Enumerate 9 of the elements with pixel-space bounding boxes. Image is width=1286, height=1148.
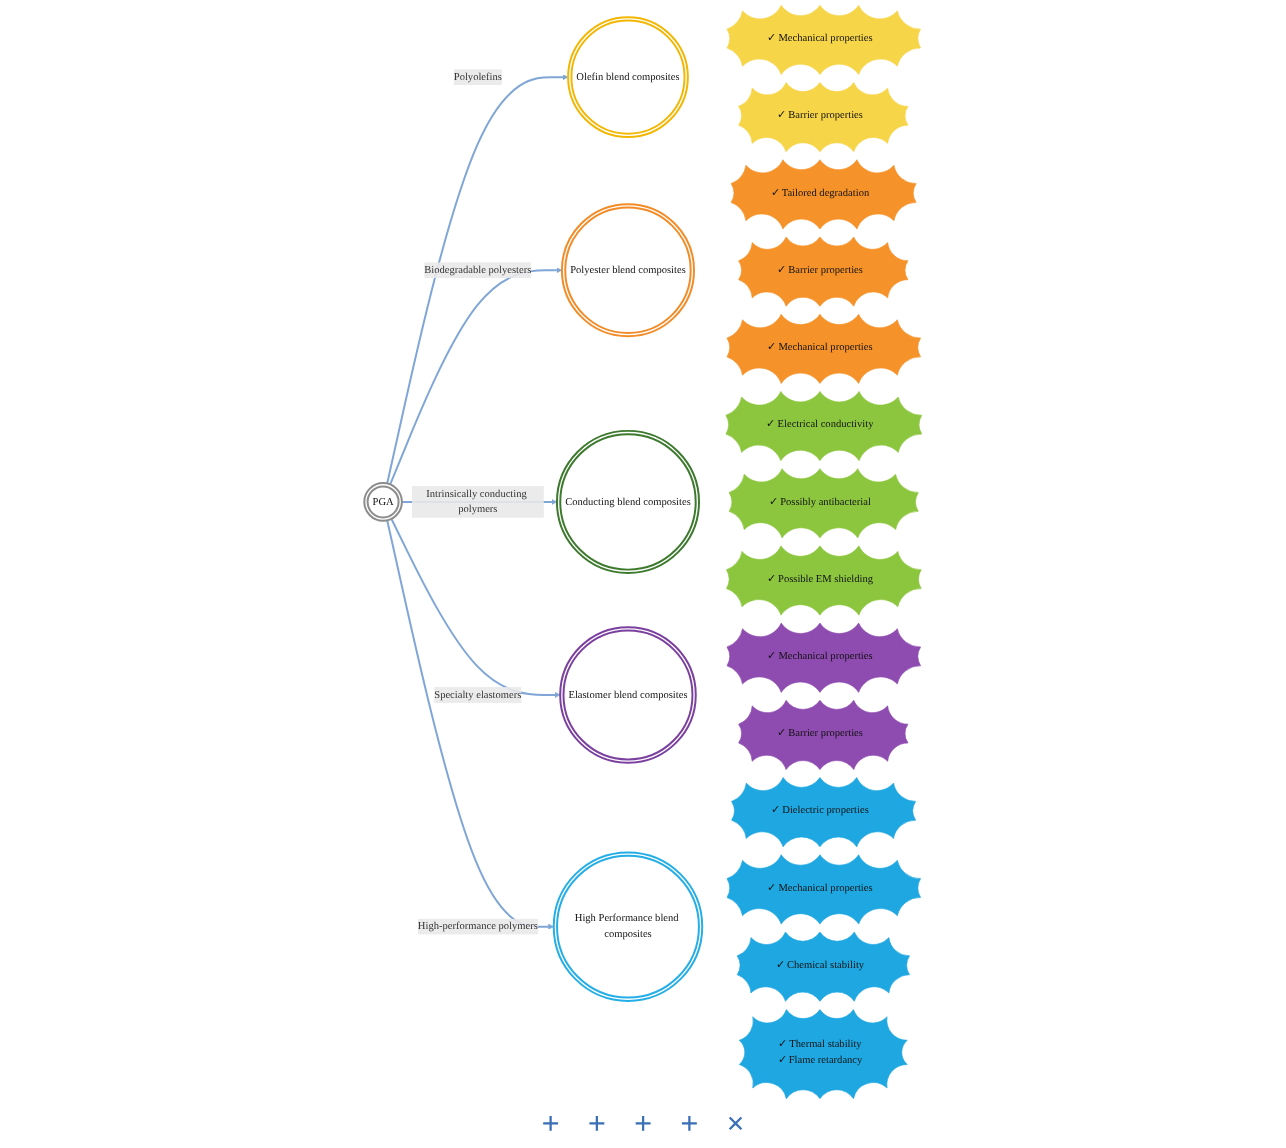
sign-label: + xyxy=(587,1108,606,1144)
sign-label: + xyxy=(633,1108,653,1144)
arrow xyxy=(389,267,563,486)
sign-label: × xyxy=(726,1108,745,1144)
sign-label: + xyxy=(680,1108,699,1144)
sign-label: + xyxy=(541,1108,560,1144)
arrow xyxy=(386,519,554,930)
arrow xyxy=(390,517,561,698)
arrow xyxy=(386,74,569,485)
